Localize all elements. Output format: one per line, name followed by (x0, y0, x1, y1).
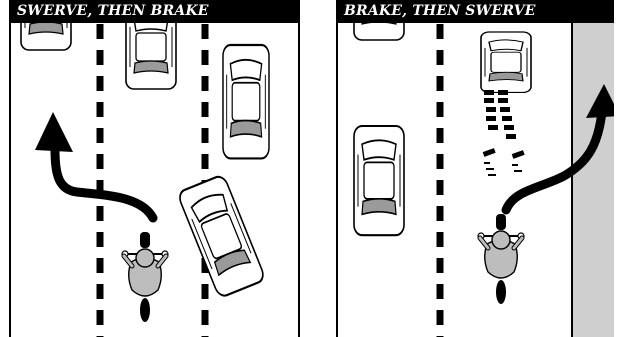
motorcycle-icon (478, 214, 524, 304)
car-icon (481, 32, 531, 92)
swerve-arrow-icon (35, 112, 153, 218)
panel-title: SWERVE, THEN BRAKE (9, 0, 300, 23)
motorcycle-icon (122, 232, 168, 322)
car-icon (177, 174, 266, 298)
road-shoulder (572, 23, 614, 337)
swerve-scene (9, 0, 300, 337)
car-icon (354, 126, 404, 235)
car-icon (223, 45, 269, 158)
brake-then-swerve-panel: BRAKE, THEN SWERVE (336, 0, 614, 337)
panel-title: BRAKE, THEN SWERVE (336, 0, 614, 23)
swerve-then-brake-panel: SWERVE, THEN BRAKE (9, 0, 300, 337)
skid-mark-icon (483, 90, 525, 176)
brake-scene (336, 0, 614, 337)
